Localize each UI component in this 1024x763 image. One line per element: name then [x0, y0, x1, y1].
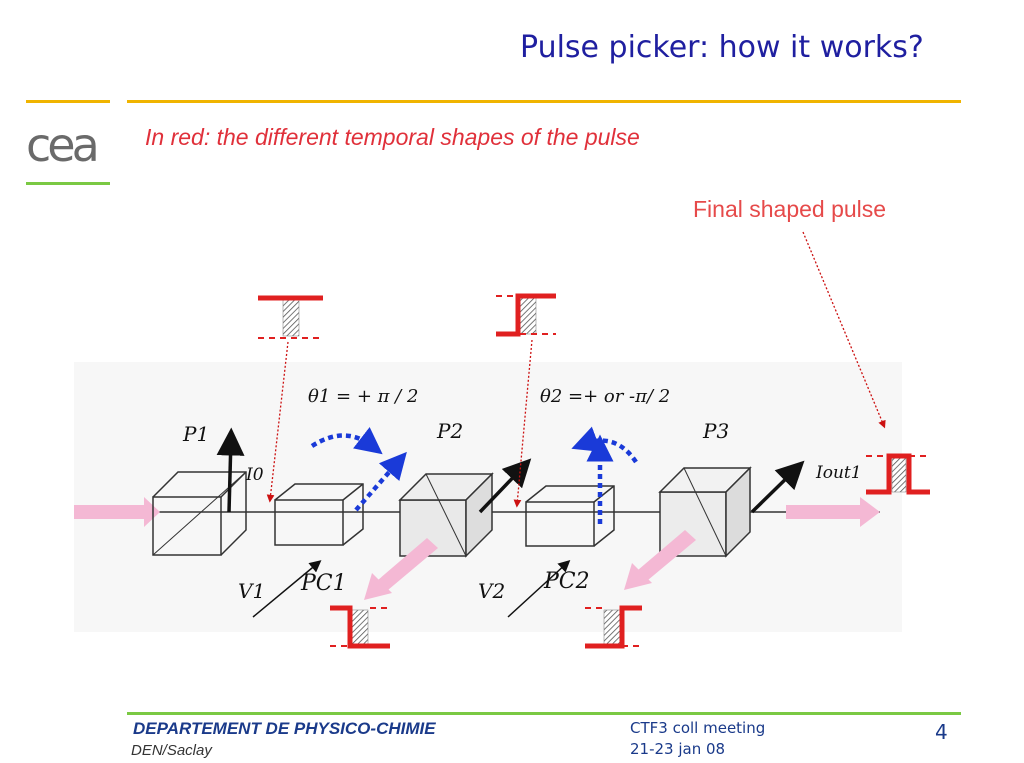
footer-divider	[127, 712, 961, 715]
label-pc2: PC2	[543, 569, 590, 594]
pointer-arrow-a	[266, 341, 289, 503]
polarizer-p2-cube	[398, 472, 494, 558]
pulse-shape-d	[585, 605, 642, 649]
pulse-shape-b	[496, 293, 556, 337]
page-number: 4	[935, 720, 948, 744]
label-i0: I0	[245, 465, 264, 485]
slide-title: Pulse picker: how it works?	[520, 30, 924, 65]
input-beam-arrow	[74, 497, 160, 527]
header-divider-left	[26, 100, 110, 103]
rejected-beam-arrow-1	[364, 538, 438, 600]
rejected-beam-arrow-2	[624, 530, 696, 590]
logo-green-line	[26, 182, 110, 185]
label-iout: Iout1	[815, 463, 862, 483]
footer-meeting: CTF3 coll meeting 21-23 jan 08	[630, 718, 765, 760]
cea-logo: cea	[26, 118, 100, 172]
rotation-arrow-pc1-diagonal	[354, 451, 407, 512]
label-p2: P2	[436, 419, 463, 443]
pulse-shape-a	[258, 295, 323, 339]
polarization-iout-arrow	[750, 460, 805, 514]
slide-subtitle: In red: the different temporal shapes of…	[145, 124, 640, 150]
footer-site: DEN/Saclay	[131, 742, 212, 759]
label-theta2: θ2 =+ or -π/ 2	[540, 386, 670, 407]
voltage-v2-arrow	[507, 559, 571, 618]
rotation-arrow-pc1-curve	[310, 427, 383, 455]
output-beam-arrow	[786, 497, 880, 527]
footer-meeting-name: CTF3 coll meeting	[630, 719, 766, 737]
pulse-shape-final	[866, 453, 930, 495]
pointer-arrow-final	[802, 231, 886, 429]
label-theta1: θ1 = + π / 2	[308, 386, 418, 407]
pockels-cell-pc2-cube	[525, 485, 615, 547]
label-v1: V1	[238, 579, 265, 603]
header-divider	[127, 100, 961, 103]
label-p1: P1	[182, 422, 209, 446]
final-pulse-label: Final shaped pulse	[693, 196, 887, 222]
footer-department: DEPARTEMENT DE PHYSICO-CHIMIE	[133, 719, 436, 738]
pulse-shape-c	[330, 605, 390, 649]
polarization-i0-arrow	[216, 427, 245, 513]
pockels-cell-pc1-cube	[274, 483, 364, 546]
label-pc1: PC1	[300, 571, 347, 596]
label-v2: V2	[478, 579, 505, 603]
label-p3: P3	[702, 419, 729, 443]
polarization-p2-arrow	[478, 458, 532, 514]
footer-meeting-date: 21-23 jan 08	[630, 740, 726, 758]
voltage-v1-arrow	[252, 560, 322, 618]
